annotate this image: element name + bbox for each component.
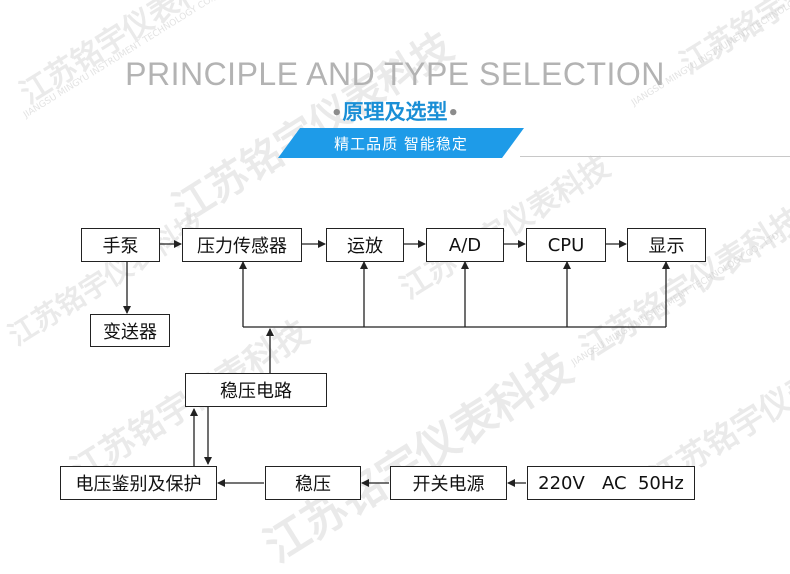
node-voltage-protect: 电压鉴别及保护 <box>60 466 217 500</box>
bullet-dot-icon: • <box>330 103 343 124</box>
header-divider <box>520 156 790 157</box>
bullet-dot-icon: • <box>447 103 460 124</box>
node-display: 显示 <box>627 228 706 262</box>
node-regulator-circuit: 稳压电路 <box>185 373 327 407</box>
node-transmitter: 变送器 <box>90 314 170 347</box>
node-ad: A/D <box>426 228 504 262</box>
node-hand-pump: 手泵 <box>81 228 160 262</box>
page-title-en: PRINCIPLE AND TYPE SELECTION <box>125 56 665 92</box>
node-ac-input: 220V AC 50Hz <box>527 466 695 500</box>
node-op-amp: 运放 <box>326 228 404 262</box>
page-title-cn: •原理及选型• <box>0 96 790 126</box>
node-switch-psu: 开关电源 <box>390 466 507 500</box>
page-title-cn-text: 原理及选型 <box>342 100 448 124</box>
slogan-banner <box>278 128 524 158</box>
node-cpu: CPU <box>526 228 606 262</box>
block-diagram-connectors <box>123 240 670 487</box>
node-pressure-sensor: 压力传感器 <box>182 228 302 262</box>
slogan-text: 精工品质 智能稳定 <box>334 135 468 153</box>
node-regulator: 稳压 <box>265 466 361 500</box>
